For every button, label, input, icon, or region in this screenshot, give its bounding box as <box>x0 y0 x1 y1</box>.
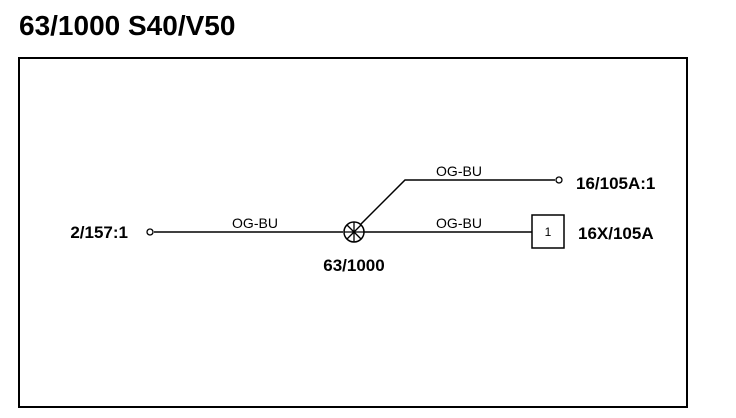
connector-box-right <box>531 214 565 249</box>
wire-top-right <box>360 179 555 225</box>
diagram-frame <box>18 57 688 408</box>
terminal-top-right <box>555 176 563 184</box>
connector-box-number: 1 <box>545 225 552 239</box>
connector-label-right: 16X/105A <box>578 224 654 243</box>
splice-label: 63/1000 <box>323 256 384 275</box>
terminal-left <box>146 228 154 236</box>
wire-label-right: OG-BU <box>436 215 482 231</box>
splice-icon <box>343 221 365 243</box>
wire-label-top-right: OG-BU <box>436 163 482 179</box>
wire-label-left: OG-BU <box>232 215 278 231</box>
connector-label-top-right: 16/105A:1 <box>576 174 655 193</box>
page-title: 63/1000 S40/V50 <box>19 10 236 41</box>
connector-label-left: 2/157:1 <box>70 223 128 242</box>
